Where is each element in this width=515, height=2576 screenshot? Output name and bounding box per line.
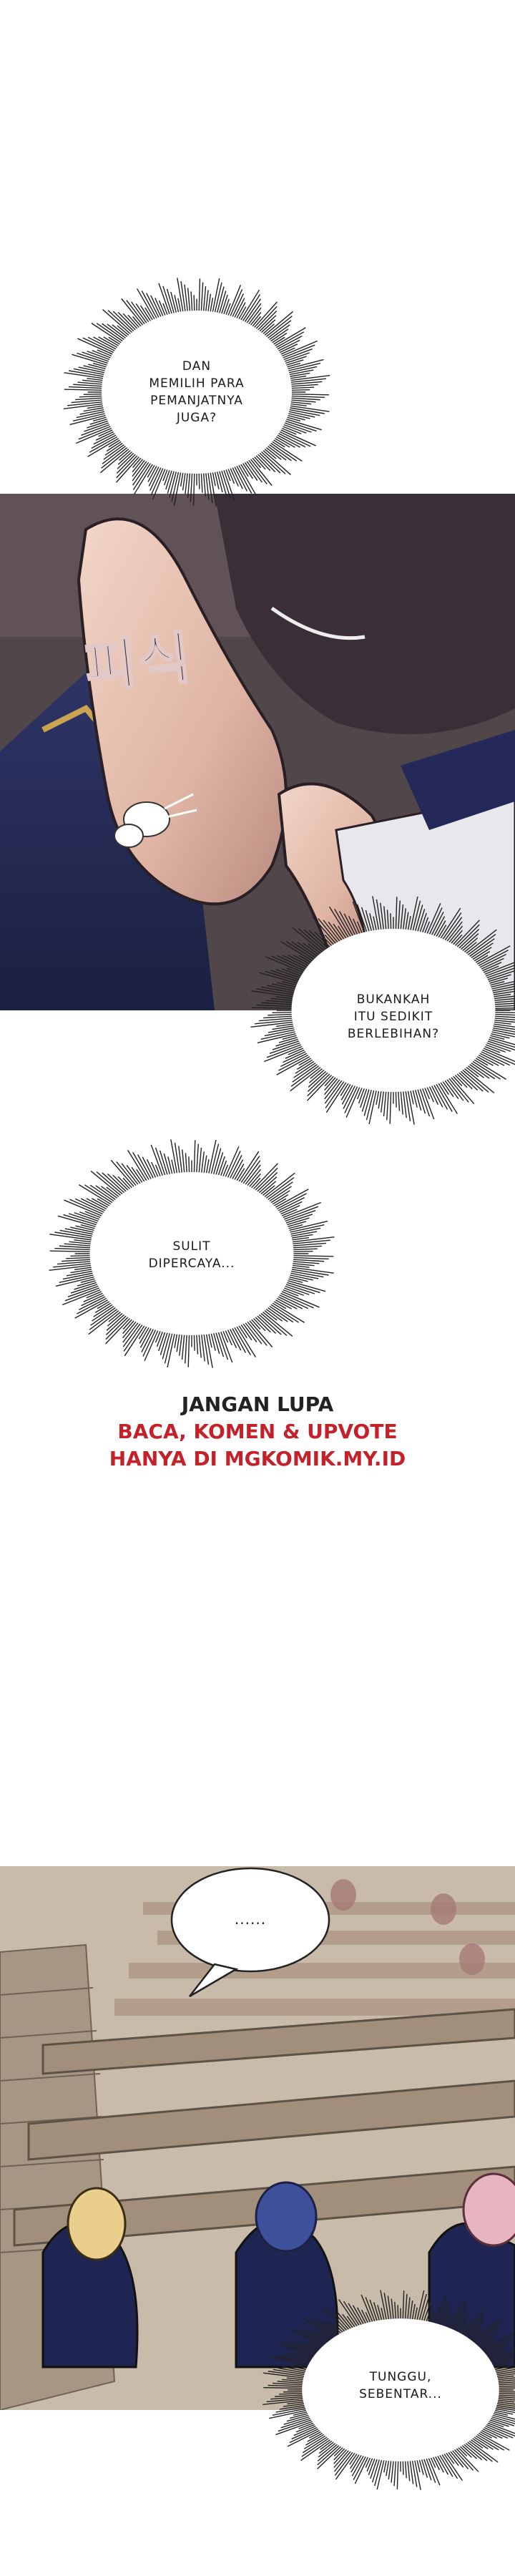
panel-2-art — [0, 1866, 515, 2410]
sfx-text: 피식 — [81, 625, 197, 702]
balloon-3-text: SULIT DIPERCAYA... — [148, 1239, 235, 1271]
promo-line-1: JANGAN LUPA — [181, 1392, 334, 1416]
panel-arm-scene: 피식 — [0, 494, 515, 1010]
balloon-1-text: DAN MEMILIH PARA PEMANJATNYA JUGA? — [149, 359, 245, 425]
balloon-2-text: BUKANKAH ITU SEDIKIT BERLEBIHAN? — [347, 992, 440, 1041]
panel-classroom-scene — [0, 1866, 515, 2410]
balloon-5-text: TUNGGU, SEBENTAR... — [359, 2370, 442, 2401]
panel-1-art — [0, 494, 515, 1010]
promo-line-3: HANYA DI MGKOMIK.MY.ID — [109, 1447, 406, 1470]
promo-line-2: BACA, KOMEN & UPVOTE — [117, 1420, 398, 1443]
balloon-4-text: ...... — [234, 1911, 267, 1928]
promo-notice: JANGAN LUPA BACA, KOMEN & UPVOTE HANYA D… — [0, 1391, 515, 1473]
